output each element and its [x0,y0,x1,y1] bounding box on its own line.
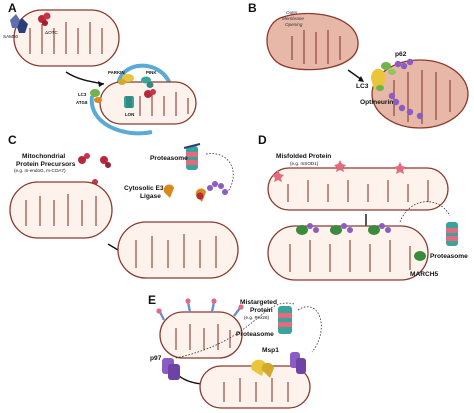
panel-b-letter: B [248,1,257,15]
delta-otc-label: ΔOTC [45,30,58,35]
mito-cristae [135,234,217,268]
dotted-path-e-1 [297,306,322,353]
mito-outer-membrane [117,221,239,279]
panel-b-arrowhead [358,76,364,82]
panel-d-letter: D [258,133,267,147]
p62-protein [381,62,396,75]
mito-cristae [139,92,189,116]
panel-c-letter: C [8,133,17,147]
optineurin-label: Optineurin [360,99,393,106]
mito-cristae [289,240,411,272]
p97-label: p97 [150,355,162,362]
outer-opening-label-2: Membrane [282,16,304,21]
panel-a: A SAM50 ΔOTC [3,1,197,136]
p97-complex [162,358,180,380]
sam50-label: SAM50 [3,34,19,39]
precursors-label-1: Mitochondrial [22,153,65,160]
misfolded-proteins [272,160,406,182]
panel-a-arrowhead [98,81,104,87]
panel-d-mitochondrion-bottom [267,225,429,281]
proteasome-c [183,143,201,170]
lc3-label: LC3 [78,92,87,97]
atg8-label: ATG8 [76,100,88,105]
panel-e-mitochondrion-top [159,311,243,359]
phagophore-bottom [89,95,153,136]
mito-cristae [29,22,103,54]
proteasome-label-e: Proteasome [236,331,274,338]
lc3-cluster [371,68,386,91]
mito-outer-membrane [267,225,429,281]
extraction-complex-right [290,352,306,374]
march5-ligase [296,225,426,261]
panel-e-letter: E [148,293,156,307]
delta-otc-protein [38,12,51,26]
proteasome-label-c: Proteasome [150,155,188,162]
panel-b: B Outer Membrane Opening p62 LC3 [248,1,469,129]
msp1-label: Msp1 [262,347,279,354]
dotted-path-c [205,153,234,195]
dotted-path-e-2 [175,302,295,359]
mistargeted-proteins-top [156,298,244,321]
mito-outer-membrane [99,81,197,125]
sam50-lid [10,14,20,28]
mito-cristae [223,378,289,402]
sam50-complex [10,14,28,33]
mito-outer-membrane [9,181,113,239]
mito-cristae [287,180,429,202]
mito-outer-membrane [266,12,359,71]
panel-a-mitochondrion-top [13,9,120,67]
pink-protein [141,76,154,88]
ubiquitin-chain-d [307,223,391,233]
parkin-label: PARKIN [108,70,125,75]
e3-ligase [163,184,206,202]
proteasome-d [446,222,458,246]
pink-label: PINK [146,70,157,75]
panel-a-substrate [144,89,156,98]
proteasome-label-d: Proteasome [430,253,468,260]
msp1-complex [251,359,274,378]
mito-outer-membrane [199,365,311,409]
panel-d: D Misfolded Protein (e.g. mSOD1) [258,133,468,281]
panel-c: C Mitochondrial Protein Precursors (e.g.… [8,133,239,279]
precursors-label-2: Protein Precursors [16,161,76,168]
proteasome-e [278,306,292,334]
mito-outer-membrane [371,59,469,129]
mistargeted-label-1: Mistargeted [240,299,277,306]
ubiquitin-chain-b [388,58,424,120]
panel-e-mitochondrion-bottom [199,365,311,409]
mito-cristae [291,30,341,64]
panel-d-mitochondrion-top [267,167,449,211]
e3-label-2: Ligase [140,193,161,200]
p62-label: p62 [395,51,407,58]
mistargeted-example: (e.g. Pex26) [244,315,269,320]
panel-a-letter: A [8,1,17,15]
lon-label: LON [125,112,134,117]
e3-label-1: Cytosolic E3 [124,185,164,192]
outer-opening-label-1: Outer [286,10,298,15]
lon-protease [124,96,134,108]
mito-cristae [175,324,231,350]
mito-outer-membrane [159,311,243,359]
panel-c-mitochondrion-right [117,221,239,279]
panel-a-mitochondrion-bottom [99,81,197,125]
misfolded-label: Misfolded Protein [276,153,331,160]
march5-label: MARCH5 [410,271,439,278]
precursors-example: (e.g. m-endoG, m-COA7) [14,168,66,173]
mito-cristae [25,194,97,226]
panel-e: E Mistargeted Protein (e.g. Pex26) [148,293,322,409]
ubiquitin-chain-c [207,181,228,195]
panel-b-mitochondrion-top [266,12,359,71]
panel-c-mitochondrion-left [9,181,113,239]
misfolded-example: (e.g. mSOD1) [290,161,319,166]
dotted-path-d [399,201,451,223]
mito-outer-membrane [267,167,449,211]
parkin-protein [118,74,134,85]
lc3-label-b: LC3 [356,83,369,90]
lc3-protein [90,89,102,103]
mistargeted-label-2: Protein [250,307,273,314]
outer-opening-label-3: Opening [285,22,303,27]
